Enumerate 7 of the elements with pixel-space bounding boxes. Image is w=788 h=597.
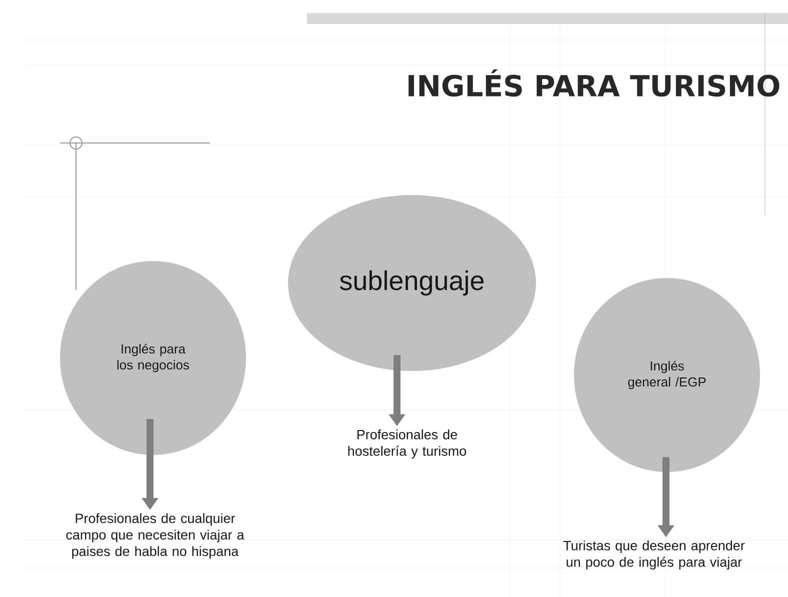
- title: INGLÉS PARA TURISMO: [408, 69, 780, 97]
- ellipse-node: Inglés para los negocios: [60, 261, 246, 455]
- description-text: Profesionales de cualquier campo que necesiten viajar a paises de habla no hispana: [66, 513, 244, 559]
- ellipse-node: sublenguaje: [288, 195, 536, 371]
- ellipse-node: Inglés general /EGP: [574, 278, 760, 472]
- description-text: Profesionales de hostelería y turismo: [348, 429, 466, 459]
- description-text: Turistas que deseen aprender un poco de inglés para viajar: [563, 540, 745, 570]
